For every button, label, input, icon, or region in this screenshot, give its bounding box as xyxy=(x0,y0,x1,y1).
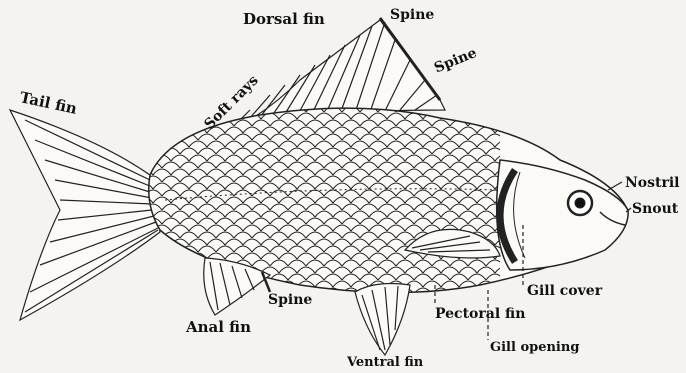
fish-head xyxy=(497,160,628,270)
ventral-fin xyxy=(355,284,410,355)
pectoral-fin-label: Pectoral fin xyxy=(435,307,525,321)
ventral-fin-label: Ventral fin xyxy=(347,356,423,369)
nostril-label: Nostril xyxy=(625,176,680,190)
gill-opening-label: Gill opening xyxy=(490,341,579,354)
nostril-pointer xyxy=(608,182,622,190)
gill-cover-label: Gill cover xyxy=(527,284,602,298)
spine-top-label: Spine xyxy=(390,8,434,22)
anal-fin-label: Anal fin xyxy=(186,320,251,335)
spine-anal-label: Spine xyxy=(268,293,312,307)
tail-fin xyxy=(10,110,160,320)
snout-label: Snout xyxy=(632,202,678,216)
dorsal-fin-label: Dorsal fin xyxy=(243,12,325,27)
